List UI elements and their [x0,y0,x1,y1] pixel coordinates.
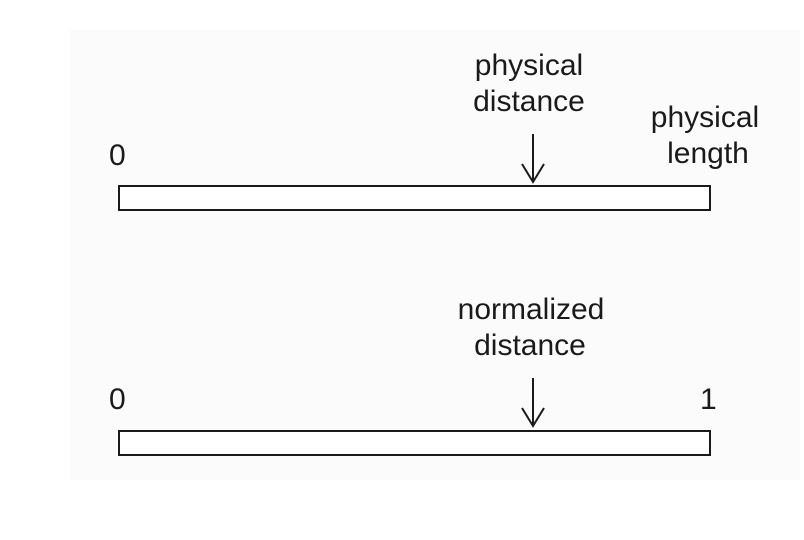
bottom-down-arrow-icon [521,378,545,428]
bottom-end-label: 1 [700,383,717,416]
top-end-label-line2: length [667,137,749,170]
bottom-marker-label-line1: normalized [457,293,605,326]
top-end-label-line1: physical [650,101,760,134]
top-start-label: 0 [109,139,126,172]
top-down-arrow-icon [521,134,545,184]
top-marker-label-line1: physical [474,49,584,82]
bottom-start-label: 0 [109,383,126,416]
bottom-marker-label-line2: distance [474,329,586,362]
top-scale-bar [118,185,711,211]
top-marker-label-line2: distance [473,85,585,118]
figure-background [70,30,800,480]
bottom-scale-bar [118,430,711,456]
